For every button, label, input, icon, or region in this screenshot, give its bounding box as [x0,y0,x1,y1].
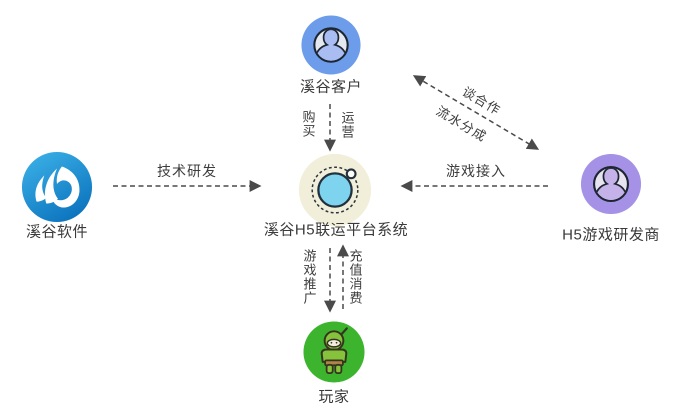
edge-label-game-access: 游戏接入 [446,163,506,179]
node-player [302,320,367,385]
avatar-icon [301,15,361,75]
node-customer [301,15,362,76]
ninja-player-icon [303,321,365,383]
edge-cooperate-share-arrow [412,75,540,150]
node-software-label: 溪谷软件 [25,223,89,241]
node-platform-label: 溪谷H5联运平台系统 [263,221,409,239]
edge-label-buy: 购买 [300,110,316,138]
avatar-icon [580,153,642,215]
node-player-label: 玩家 [318,388,350,406]
node-developer-label: H5游戏研发商 [562,226,660,244]
edge-label-tech-rd: 技术研发 [157,163,217,179]
node-platform [297,152,373,228]
node-customer-label: 溪谷客户 [299,78,363,96]
edge-label-game-promo: 游戏推广 [301,249,317,305]
planet-orbit-icon [298,153,372,227]
node-developer [580,153,642,215]
xigu-logo-icon [21,151,93,223]
node-software [20,150,94,224]
edge-label-operate: 运营 [339,111,355,139]
edge-label-recharge: 充值消费 [347,249,363,305]
